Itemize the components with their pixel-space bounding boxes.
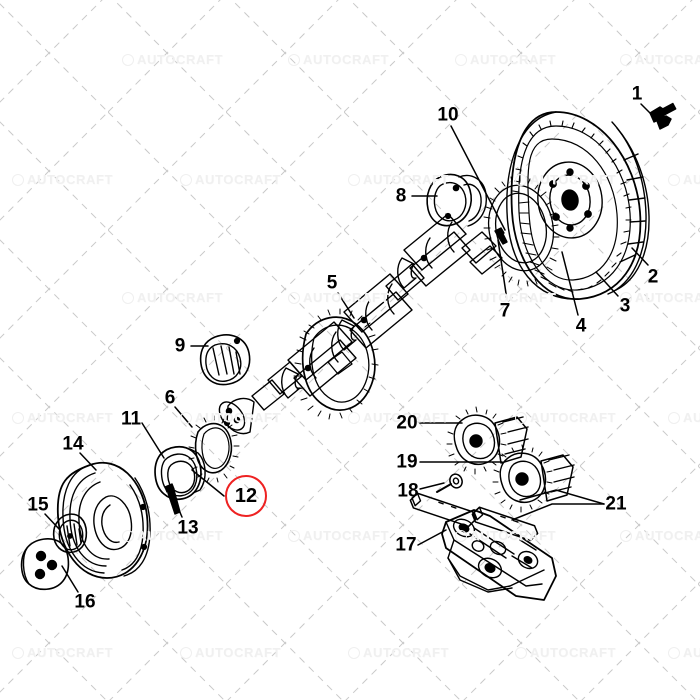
leader-line-6 bbox=[174, 406, 193, 428]
callout-20[interactable]: 20 bbox=[396, 412, 418, 434]
part-crankshaft-timing-gear bbox=[293, 308, 379, 420]
callout-10[interactable]: 10 bbox=[437, 104, 459, 126]
part-pulley-hub bbox=[20, 538, 70, 591]
leader-line-2 bbox=[631, 247, 649, 266]
part-pulley-washer bbox=[52, 513, 88, 554]
leader-line-7 bbox=[497, 239, 508, 301]
leader-line-21 bbox=[511, 503, 605, 521]
callout-15[interactable]: 15 bbox=[27, 494, 49, 516]
callout-16[interactable]: 16 bbox=[74, 591, 96, 613]
leader-line-3 bbox=[595, 271, 619, 297]
part-dowel-pin bbox=[494, 227, 508, 245]
callout-17[interactable]: 17 bbox=[395, 534, 417, 556]
leader-line-16 bbox=[61, 565, 79, 593]
part-retaining-pin bbox=[436, 473, 463, 493]
leader-line-18 bbox=[419, 482, 445, 490]
callout-13[interactable]: 13 bbox=[177, 517, 199, 539]
callout-8[interactable]: 8 bbox=[395, 185, 407, 207]
callout-5[interactable]: 5 bbox=[326, 272, 338, 294]
part-flywheel-bolt bbox=[649, 102, 677, 130]
part-crankshaft bbox=[218, 213, 503, 435]
leader-line-14 bbox=[79, 452, 97, 471]
part-ring-gear bbox=[512, 120, 632, 293]
leader-line-11 bbox=[141, 422, 165, 459]
callout-2[interactable]: 2 bbox=[647, 266, 659, 288]
part-flywheel bbox=[506, 111, 650, 300]
leader-line-12 bbox=[191, 469, 225, 497]
part-thrust-bearing bbox=[199, 334, 251, 386]
callout-19[interactable]: 19 bbox=[396, 451, 418, 473]
callout-7[interactable]: 7 bbox=[499, 300, 511, 322]
leader-line-5 bbox=[337, 292, 355, 319]
leader-line-4 bbox=[561, 251, 579, 316]
callout-3[interactable]: 3 bbox=[619, 295, 631, 317]
part-balance-shafts bbox=[409, 492, 539, 542]
callout-11[interactable]: 11 bbox=[120, 408, 142, 430]
callout-21[interactable]: 21 bbox=[605, 493, 627, 515]
callout-4[interactable]: 4 bbox=[575, 315, 587, 337]
leader-line-10 bbox=[450, 125, 506, 231]
leader-line-17 bbox=[417, 529, 447, 546]
leader-line-1 bbox=[640, 103, 652, 115]
callout-12-highlighted[interactable]: 12 bbox=[225, 475, 267, 517]
callout-1[interactable]: 1 bbox=[631, 83, 643, 105]
callout-9[interactable]: 9 bbox=[174, 335, 186, 357]
leader-line-13 bbox=[168, 486, 183, 518]
part-front-oil-seal bbox=[154, 445, 206, 501]
part-balance-shaft-gear-lower bbox=[492, 444, 575, 513]
leader-lines bbox=[44, 103, 652, 593]
leader-line-21b bbox=[519, 489, 605, 505]
callout-18[interactable]: 18 bbox=[397, 480, 419, 502]
leader-line-15 bbox=[44, 513, 61, 531]
callout-6[interactable]: 6 bbox=[164, 387, 176, 409]
callout-14[interactable]: 14 bbox=[62, 433, 84, 455]
flywheel-assembly bbox=[483, 102, 677, 300]
